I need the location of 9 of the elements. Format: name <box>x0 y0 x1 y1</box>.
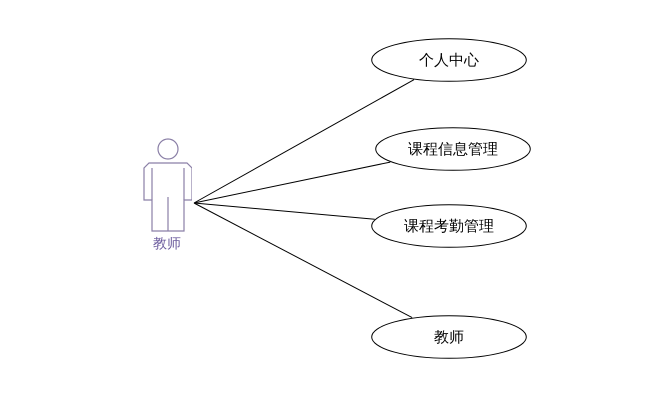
use-case-ellipse: 课程信息管理 <box>375 127 531 171</box>
use-case-ellipse: 课程考勤管理 <box>371 204 527 248</box>
connector-line <box>194 162 391 204</box>
actor-label: 教师 <box>152 235 182 253</box>
use-case-ellipse: 教师 <box>371 315 527 359</box>
connector-line <box>194 79 414 204</box>
use-case-ellipse: 个人中心 <box>371 38 527 82</box>
connector-line <box>194 202 376 220</box>
connector-line <box>194 202 413 318</box>
